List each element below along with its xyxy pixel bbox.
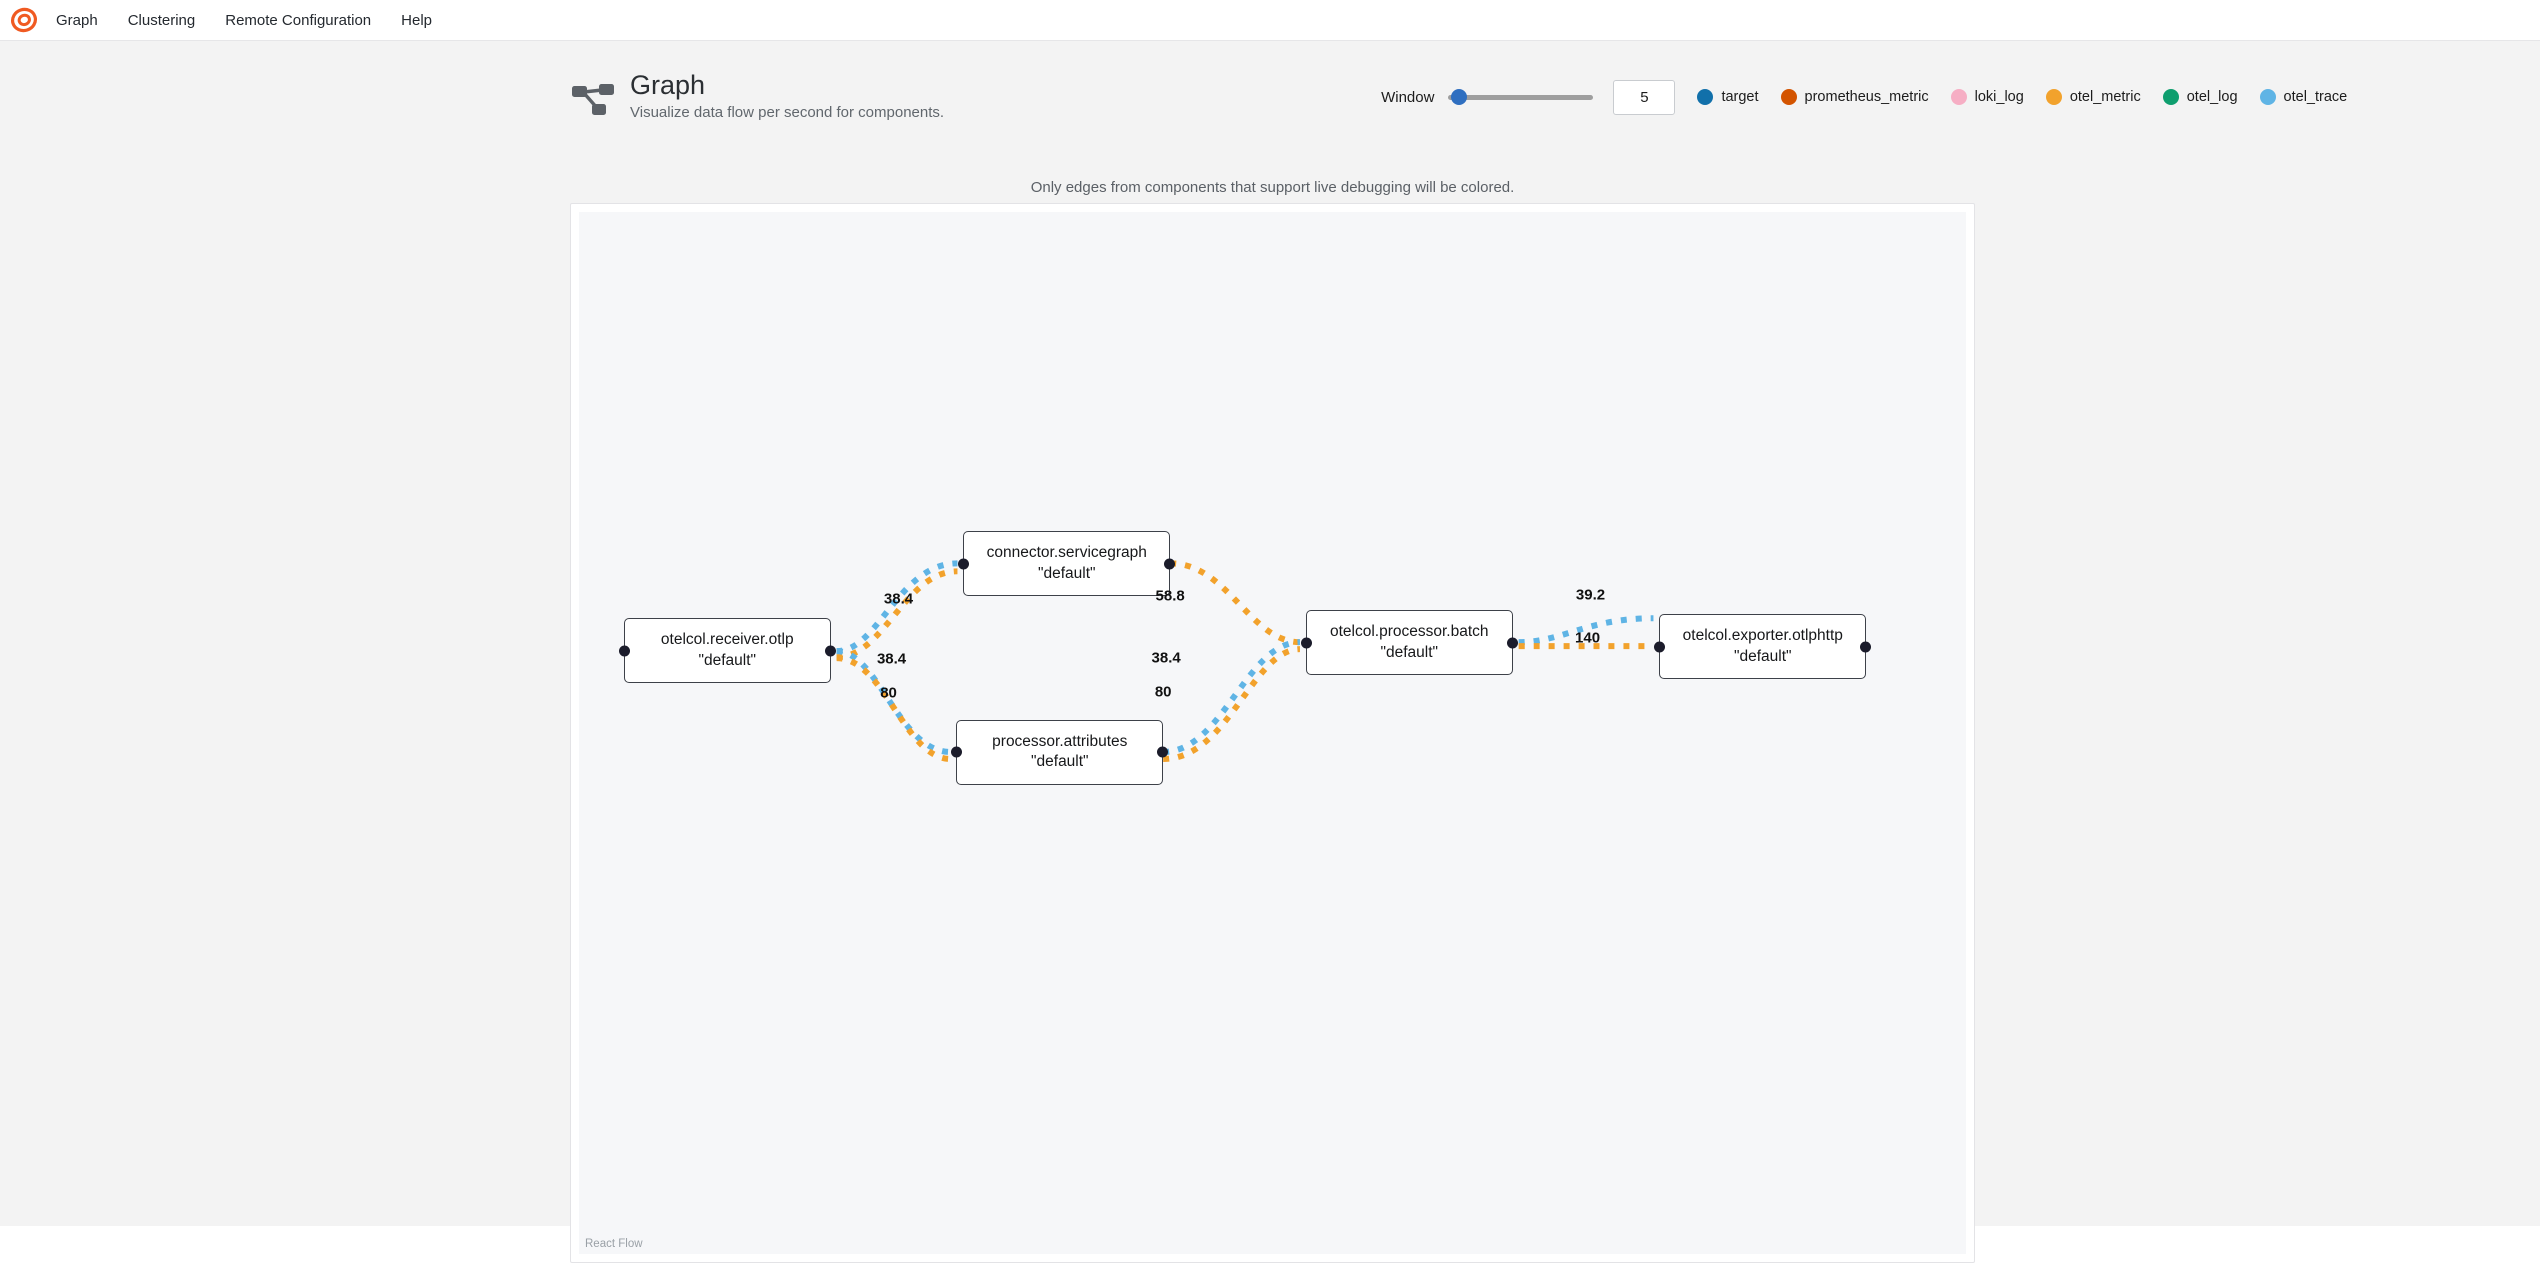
legend-item-loki-log: loki_log (1950, 89, 2024, 105)
legend-dot-prometheus-metric (1780, 89, 1797, 105)
node-instance: "default" (1038, 564, 1096, 582)
node-handle-right[interactable] (1506, 637, 1518, 649)
node-handle-right[interactable] (824, 645, 836, 657)
legend-label-otel-metric: otel_metric (2069, 89, 2141, 105)
nav-item-graph[interactable]: Graph (56, 11, 98, 29)
node-instance: "default" (1734, 647, 1792, 665)
nav-item-help[interactable]: Help (401, 11, 433, 29)
window-label: Window (1381, 88, 1435, 106)
react-flow-attribution[interactable]: React Flow (585, 1238, 643, 1250)
node-instance: "default" (1380, 643, 1439, 661)
nav-item-remote-configuration[interactable]: Remote Configuration (225, 11, 372, 29)
node-handle-left[interactable] (1300, 637, 1312, 649)
node-instance: "default" (698, 651, 757, 669)
node-title: otelcol.exporter.otlphttp (1682, 627, 1843, 645)
legend-item-target: target (1697, 89, 1759, 105)
flow-edge[interactable] (836, 560, 958, 655)
flow-edge[interactable] (836, 648, 951, 755)
flow-node-attributes[interactable]: processor.attributes "default" (951, 720, 1169, 785)
live-debugging-hint: Only edges from components that support … (1030, 179, 1515, 196)
graph-panel: otelcol.receiver.otlp"default"connector.… (570, 203, 1975, 1263)
graph-controls: Window 5 target prometheus_metric loki_l… (1381, 79, 2347, 115)
slider-track[interactable] (1448, 94, 1594, 100)
window-value-input[interactable]: 5 (1613, 79, 1676, 115)
nav-item-clustering[interactable]: Clustering (127, 11, 196, 29)
edge-label: 38.4 (876, 650, 907, 668)
legend-item-otel-trace: otel_trace (2259, 89, 2348, 105)
flow-edge[interactable] (1163, 646, 1301, 762)
node-handle-right[interactable] (1157, 746, 1169, 758)
page-body: Graph Visualize data flow per second for… (0, 41, 2540, 1263)
flow-node-receiver[interactable]: otelcol.receiver.otlp "default" (618, 618, 836, 684)
flow-node-servicegraph[interactable]: connector.servicegraph "default" (958, 531, 1176, 597)
legend-dot-otel-trace (2259, 89, 2276, 105)
node-title: processor.attributes (992, 732, 1128, 750)
edge-label: 58.8 (1155, 587, 1185, 605)
react-flow-canvas[interactable]: otelcol.receiver.otlp"default"connector.… (579, 212, 1966, 1254)
node-instance: "default" (1031, 753, 1089, 771)
legend-item-otel-log: otel_log (2162, 89, 2238, 105)
legend-label-prometheus-metric: prometheus_metric (1804, 89, 1929, 105)
flow-edge[interactable] (836, 655, 951, 762)
legend-dot-target (1697, 89, 1714, 105)
node-handle-left[interactable] (958, 558, 970, 570)
page-title: Graph (630, 70, 706, 101)
edge-label: 38.4 (883, 590, 914, 608)
edge-label: 38.4 (1151, 649, 1181, 667)
slider-thumb[interactable] (1451, 89, 1468, 105)
edge-label: 39.2 (1575, 586, 1606, 604)
nav-item-list: Graph Clustering Remote Configuration He… (56, 13, 432, 28)
legend-item-prometheus-metric: prometheus_metric (1780, 89, 1929, 105)
title-block: Graph Visualize data flow per second for… (570, 70, 944, 123)
flow-node-exporter[interactable]: otelcol.exporter.otlphttp "default" (1654, 614, 1872, 680)
node-handle-left[interactable] (618, 645, 630, 657)
node-handle-right[interactable] (1860, 641, 1872, 653)
flow-edge[interactable] (1162, 639, 1301, 755)
node-handle-left[interactable] (951, 746, 963, 758)
node-title: otelcol.processor.batch (1330, 623, 1489, 641)
edge-color-legend: target prometheus_metric loki_log otel_m… (1697, 89, 2347, 105)
edge-label: 80 (1154, 683, 1172, 701)
legend-label-loki-log: loki_log (1974, 89, 2024, 105)
node-handle-right[interactable] (1164, 558, 1176, 570)
legend-dot-otel-log (2162, 89, 2179, 105)
node-handle-left[interactable] (1654, 641, 1666, 653)
node-title: otelcol.receiver.otlp (660, 631, 794, 649)
window-slider[interactable] (1448, 86, 1594, 108)
page-header: Graph Visualize data flow per second for… (570, 66, 2347, 128)
legend-item-otel-metric: otel_metric (2045, 89, 2141, 105)
title-texts: Graph Visualize data flow per second for… (630, 70, 944, 123)
legend-label-otel-trace: otel_trace (2283, 89, 2348, 105)
edge-label: 140 (1575, 629, 1601, 647)
node-title: connector.servicegraph (986, 544, 1147, 562)
top-navigation-bar: Graph Clustering Remote Configuration He… (0, 0, 2540, 41)
flow-edge[interactable] (1170, 560, 1301, 646)
flow-edge[interactable] (1518, 615, 1654, 646)
flow-edges-layer (836, 560, 1654, 762)
legend-label-target: target (1721, 89, 1759, 105)
edge-label: 80 (880, 684, 897, 702)
grafana-alloy-logo-icon[interactable] (10, 6, 38, 34)
legend-label-otel-log: otel_log (2186, 89, 2238, 105)
graph-nodes-icon (570, 74, 616, 120)
legend-dot-loki-log (1950, 89, 1967, 105)
flow-node-batch[interactable]: otelcol.processor.batch "default" (1300, 610, 1518, 676)
legend-dot-otel-metric (2045, 89, 2062, 105)
page-subtitle: Visualize data flow per second for compo… (630, 104, 945, 122)
